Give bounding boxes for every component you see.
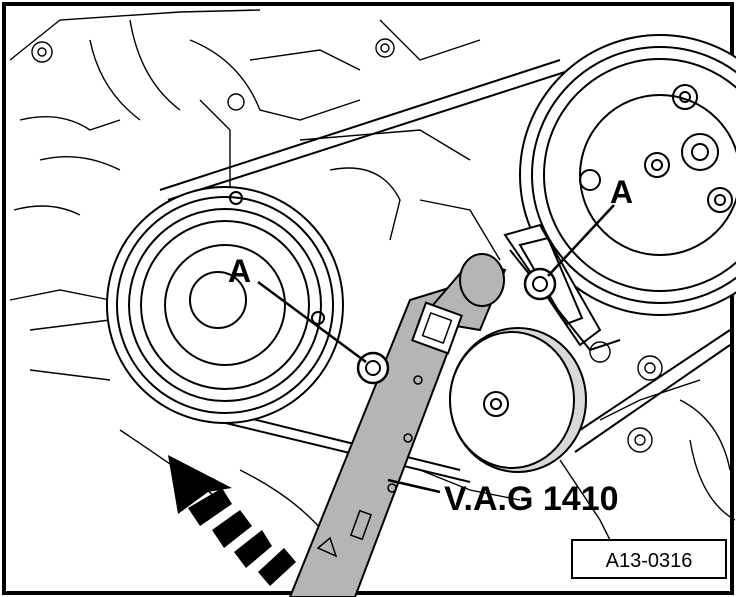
- tool-label: V.A.G 1410: [444, 480, 619, 518]
- leader-line-a-left: [257, 280, 367, 364]
- tensioner-pulley: [449, 327, 587, 473]
- left-pulley: [106, 186, 344, 424]
- figure-ref-text: A13-0316: [606, 550, 693, 572]
- leader-line-a-right: [547, 204, 615, 277]
- engine-housing: [9, 9, 736, 597]
- housing-bolts: [31, 38, 663, 453]
- leader-lines: [257, 204, 615, 494]
- bolt-a-right: [523, 267, 557, 301]
- torque-wrench-tool: [288, 253, 507, 597]
- bolt-a-left: [356, 351, 390, 385]
- figure-ref-box: [571, 539, 727, 579]
- curved-arrow-icon: [168, 455, 296, 586]
- callout-a-left: A: [228, 253, 251, 289]
- callout-a-right: A: [610, 174, 633, 210]
- crankshaft-pulley: [519, 34, 736, 316]
- leader-line-tool: [387, 478, 441, 494]
